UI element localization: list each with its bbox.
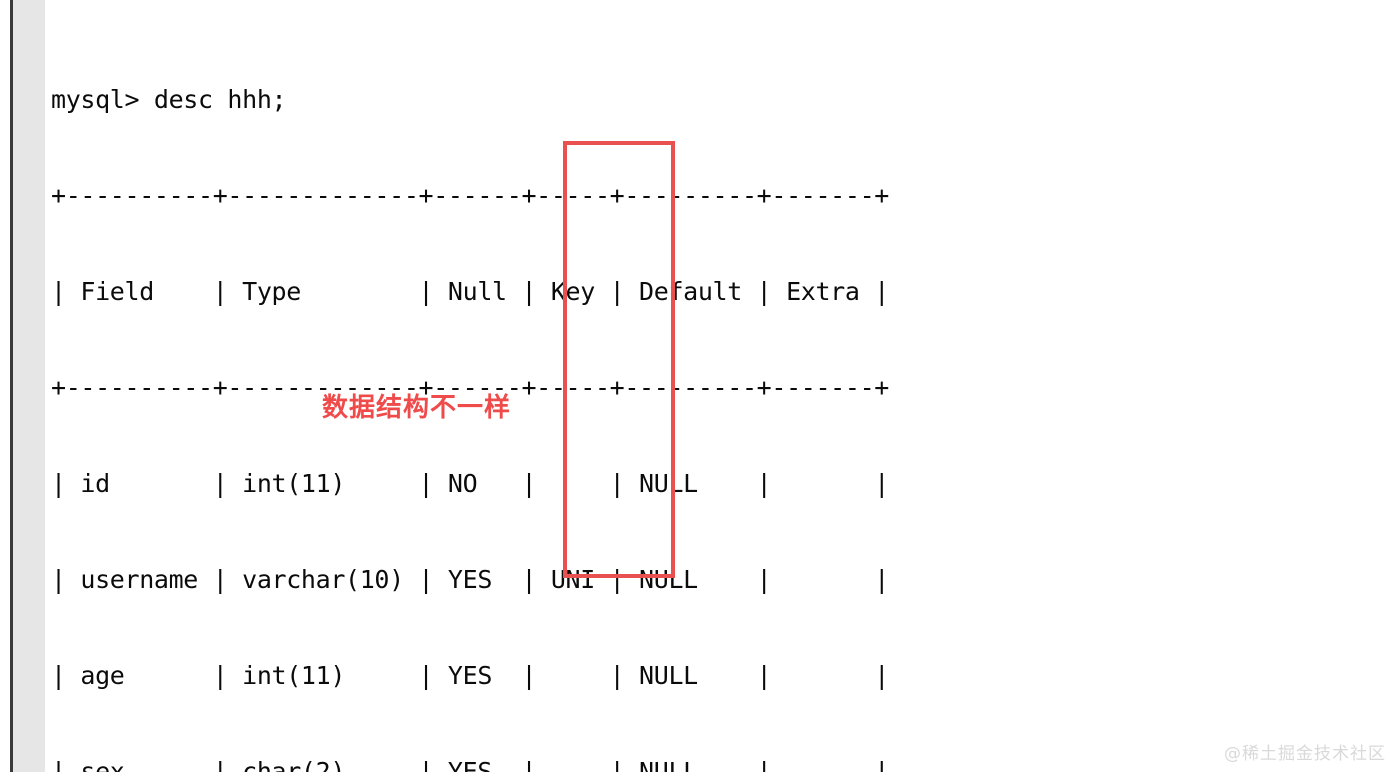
terminal-line-prompt-1: mysql> desc hhh; [51, 85, 287, 114]
table-row: | username | varchar(10) | YES | UNI | N… [51, 565, 889, 594]
table-row: | sex | char(2) | YES | | NULL | | [51, 757, 889, 772]
watermark: @稀土掘金技术社区 [1224, 744, 1386, 764]
left-margin-white [0, 0, 10, 772]
annotation-text: 数据结构不一样 [322, 393, 512, 423]
terminal-line-rule-mid-1: +----------+-------------+------+-----+-… [51, 373, 889, 402]
left-margin-gray-strip [13, 0, 45, 772]
terminal-line-header-1: | Field | Type | Null | Key | Default | … [51, 277, 889, 306]
key-column-highlight-rectangle [563, 141, 675, 578]
terminal-output: mysql> desc hhh; +----------+-----------… [51, 20, 1051, 772]
terminal-line-rule-top-1: +----------+-------------+------+-----+-… [51, 181, 889, 210]
table-row: | age | int(11) | YES | | NULL | | [51, 661, 889, 690]
table-row: | id | int(11) | NO | | NULL | | [51, 469, 889, 498]
left-margin-rule [10, 0, 13, 772]
